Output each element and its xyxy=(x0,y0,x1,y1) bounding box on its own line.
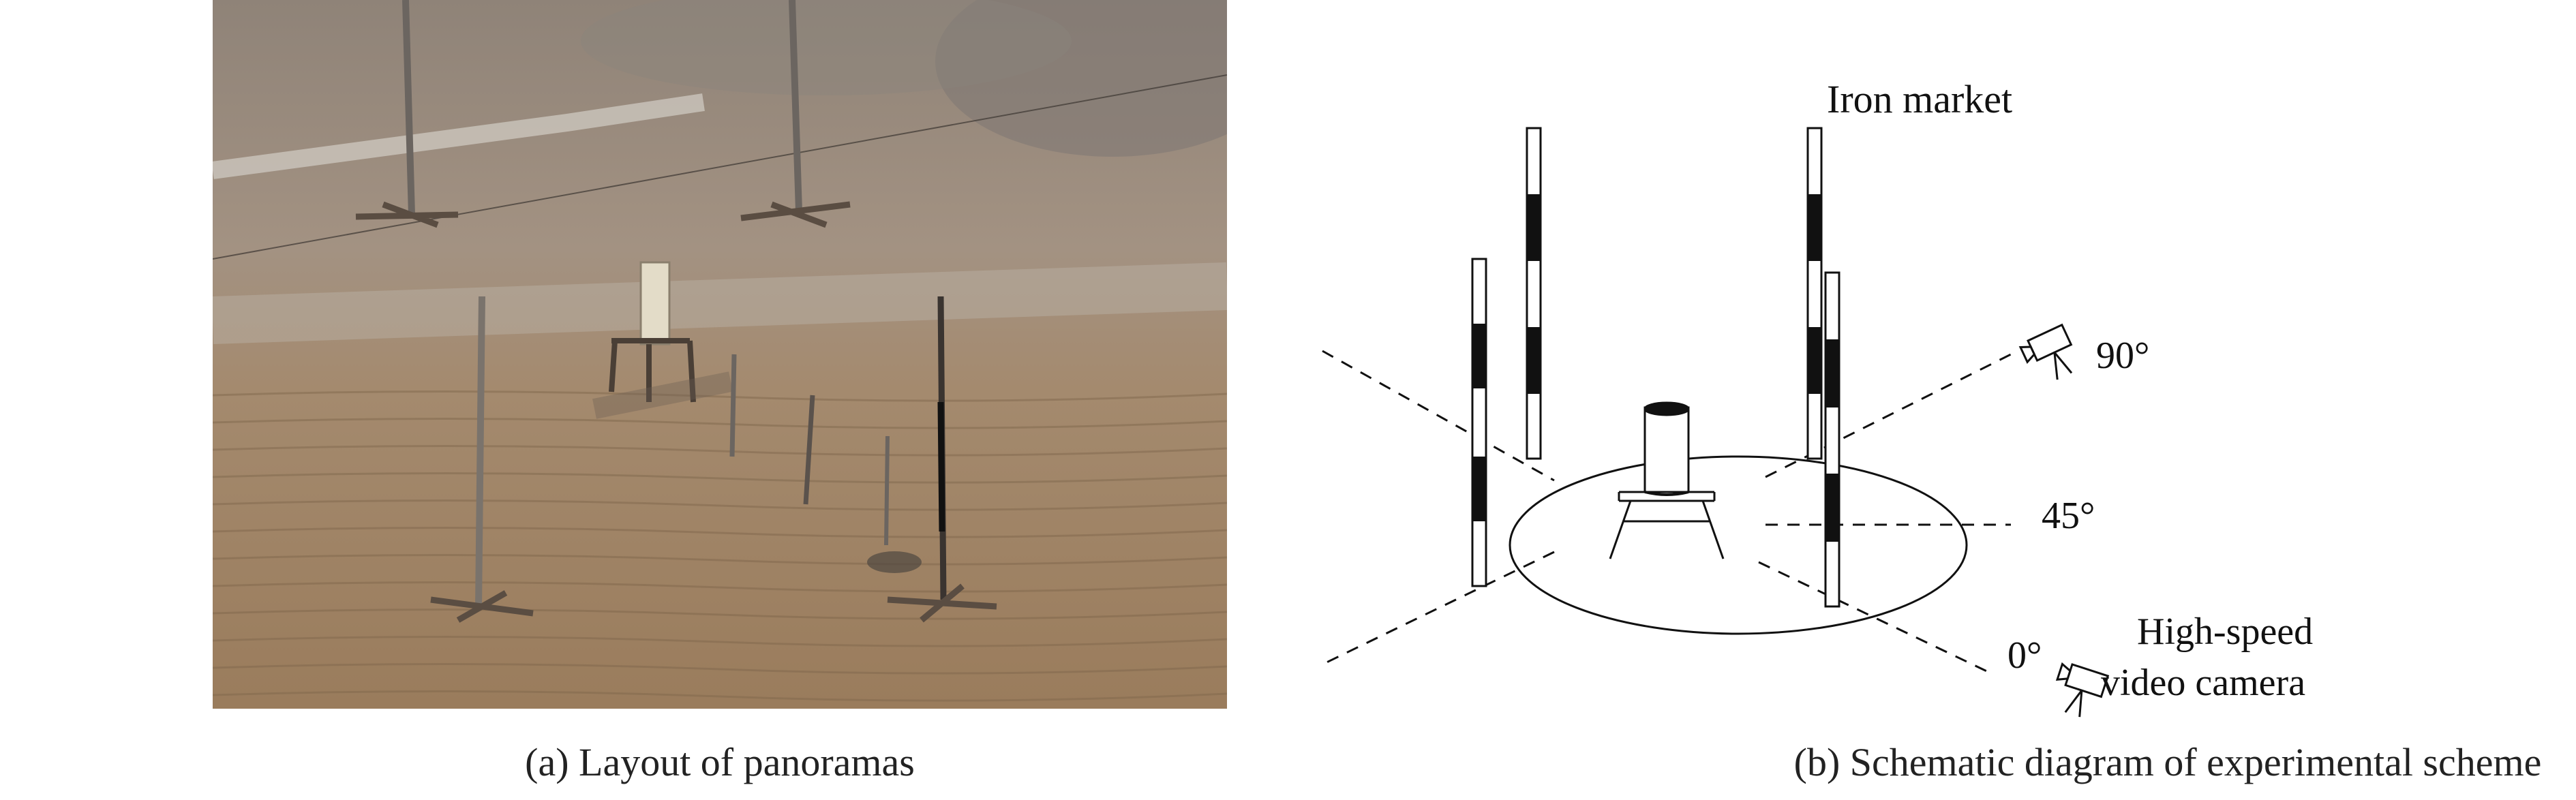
label-angle-45: 45° xyxy=(2042,495,2095,537)
test-area-ellipse xyxy=(1509,455,1968,635)
striped-pole xyxy=(1824,271,1840,608)
charge-stand xyxy=(1609,401,1725,559)
label-iron-market: Iron market xyxy=(1827,77,2012,121)
striped-pole xyxy=(1471,258,1487,587)
schematic-diagram-graphic: Iron market 90° 45° 0° High-speed video … xyxy=(1322,77,2313,718)
schematic-diagram: Iron market 90° 45° 0° High-speed video … xyxy=(1295,0,2386,797)
label-angle-0: 0° xyxy=(2007,634,2042,677)
dashed-radial-lines xyxy=(1322,350,2012,676)
caption-panel-b: (b) Schematic diagram of experimental sc… xyxy=(1793,740,2542,784)
panorama-photo xyxy=(213,0,1227,709)
label-angle-90: 90° xyxy=(2096,335,2149,377)
camera-icon xyxy=(2055,662,2110,718)
striped-pole xyxy=(1526,127,1542,460)
camera-icon xyxy=(2018,323,2073,380)
label-camera-line2: video camera xyxy=(2101,662,2305,704)
panorama-photo-graphic xyxy=(213,0,1227,709)
label-camera-line1: High-speed xyxy=(2137,611,2313,653)
striped-pole xyxy=(1806,127,1823,460)
caption-panel-a: (a) Layout of panoramas xyxy=(525,740,915,784)
